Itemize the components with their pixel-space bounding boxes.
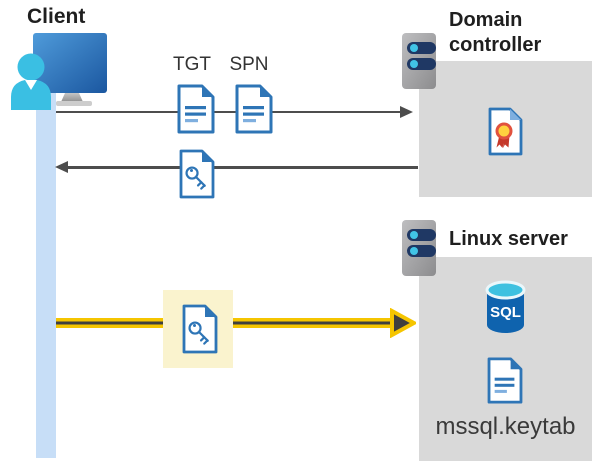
client-label: Client — [27, 5, 86, 28]
tgt-document-icon — [177, 84, 215, 134]
keytab-key-ticket-icon — [182, 304, 218, 354]
ticket-response-arrow — [68, 166, 418, 169]
sql-connection-arrow — [56, 308, 416, 338]
spn-label: SPN — [229, 54, 269, 75]
sql-icon-label: SQL — [490, 304, 521, 321]
certificate-icon — [488, 107, 523, 156]
kerberos-ticket-key-icon — [179, 149, 215, 199]
client-workstation-icon — [11, 33, 107, 110]
linux-server-label: Linux server — [449, 228, 568, 250]
ticket-response-arrowhead-icon — [55, 161, 68, 173]
tgt-request-arrowhead-icon — [400, 106, 413, 118]
spn-document-icon — [235, 84, 273, 134]
linux-server-icon — [402, 220, 436, 276]
sql-database-icon: SQL — [485, 280, 526, 333]
client-timeline-bar — [36, 87, 56, 458]
domain-controller-server-icon — [402, 33, 436, 89]
domain-controller-label: Domain controller — [449, 9, 542, 56]
keytab-filename-label: mssql.keytab — [435, 413, 576, 440]
tgt-request-arrow — [56, 110, 400, 113]
keytab-document-icon — [487, 357, 523, 404]
tgt-label: TGT — [173, 54, 211, 75]
